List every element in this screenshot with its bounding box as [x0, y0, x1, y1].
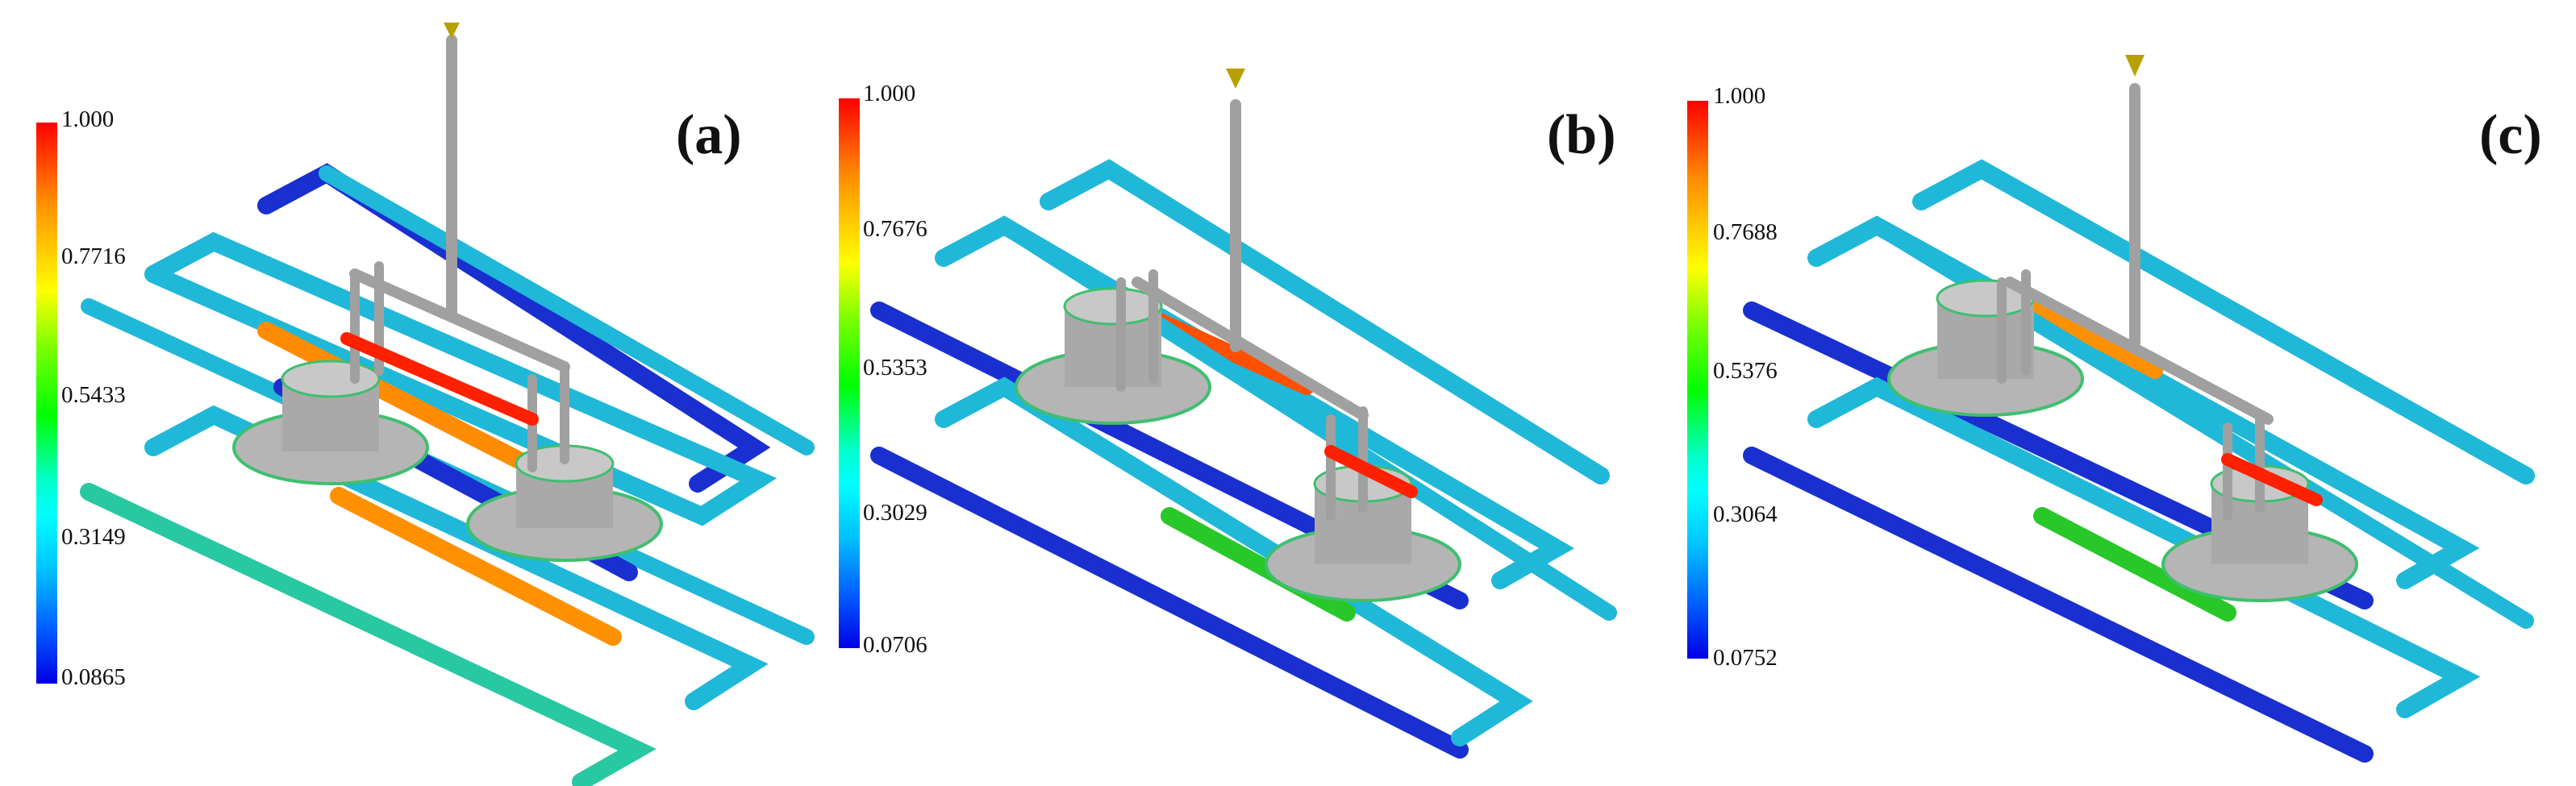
colorbar-tick-min: 0.0706 — [863, 632, 927, 658]
cooling-pipe — [935, 376, 1533, 746]
gate-tip — [444, 23, 460, 39]
colorbar-tick-min: 0.0752 — [1713, 645, 1778, 671]
colorbar — [36, 123, 57, 684]
colorbar-tick: 0.7676 — [863, 216, 927, 242]
colorbar-tick: 0.7716 — [61, 243, 126, 269]
colorbar-tick-max: 1.000 — [863, 81, 916, 106]
cooling-pipe — [319, 165, 815, 455]
colorbar-tick-min: 0.0865 — [61, 664, 126, 690]
panel-label: (b) — [1547, 104, 1616, 166]
mold-cavity — [1015, 287, 1211, 425]
cooling-channel-render — [870, 69, 1617, 759]
colorbar-tick: 0.3064 — [1713, 501, 1778, 527]
panel-c: 1.000 0.7688 0.5376 0.3064 0.0752 (c) — [1687, 0, 2561, 786]
cooling-pipe — [80, 483, 657, 786]
colorbar — [839, 98, 860, 648]
cooling-channel-render — [80, 23, 815, 786]
cooling-pipe — [144, 231, 777, 526]
runner-system — [1116, 99, 1418, 521]
colorbar-tick-max: 1.000 — [1713, 83, 1766, 109]
cooling-pipe — [870, 447, 1469, 759]
panel-b: 1.000 0.7676 0.5353 0.3029 0.0706 (b) — [839, 0, 1705, 786]
colorbar — [1687, 101, 1708, 659]
cooling-pipe — [1912, 159, 2535, 484]
cooling-channel-render — [1743, 55, 2535, 763]
mold-cavity — [1887, 279, 2084, 417]
colorbar-tick: 0.3029 — [863, 500, 927, 526]
colorbar-tick: 0.5433 — [61, 382, 126, 408]
colorbar-tick: 0.5376 — [1713, 358, 1778, 384]
cooling-pipe — [1040, 159, 1610, 484]
colorbar-tick: 0.5353 — [863, 355, 927, 381]
runner-system — [340, 35, 570, 472]
colorbar-tick-max: 1.000 — [61, 106, 115, 132]
cooling-pipe — [257, 322, 573, 493]
gate-tip — [1226, 69, 1245, 89]
cooling-pipe — [1807, 376, 2481, 718]
mold-cavity — [232, 360, 429, 485]
mold-cavity — [466, 444, 663, 562]
colorbar-tick: 0.3149 — [61, 524, 126, 550]
runner-system — [1997, 83, 2323, 521]
panel-label: (c) — [2479, 104, 2542, 166]
cooling-pipe — [330, 487, 622, 646]
colorbar-tick: 0.7688 — [1713, 219, 1778, 245]
gate-tip — [2125, 55, 2145, 77]
panel-label: (a) — [676, 104, 742, 166]
panel-a: 1.000 0.7716 0.5433 0.3149 0.0865 (a) — [0, 0, 858, 786]
cooling-pipe — [1743, 447, 2374, 763]
cooling-pipe — [2033, 507, 2236, 622]
